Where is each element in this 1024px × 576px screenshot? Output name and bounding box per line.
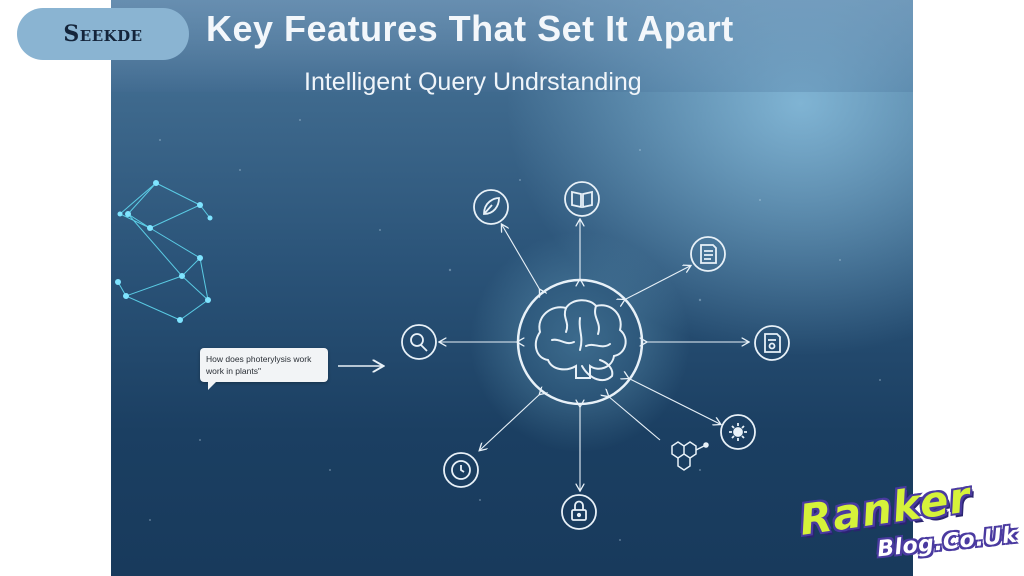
book-icon	[564, 181, 600, 217]
title-band	[111, 0, 913, 92]
leaf-icon	[473, 189, 509, 225]
background-particles	[149, 119, 881, 541]
page-title-wrap: Key Features That Set It Apart	[111, 8, 913, 58]
lock-icon	[561, 494, 597, 530]
brand-badge: Seekde	[17, 8, 189, 60]
certificate-icon	[754, 325, 790, 361]
brain-icon	[534, 299, 627, 382]
page-subtitle: Intelligent Query Undrstanding	[304, 68, 642, 96]
page-title: Key Features That Set It Apart	[206, 8, 734, 49]
search-icon	[401, 324, 437, 360]
query-bubble: How does photerylysis work work in plant…	[200, 348, 328, 390]
s-network-logo	[117, 182, 211, 321]
query-line-2: work in plants"	[206, 366, 261, 376]
document-icon	[690, 236, 726, 272]
connector-arrows	[338, 220, 748, 490]
query-line-1: How does photerylysis work	[206, 354, 312, 364]
watermark-logo: Ranker Blog.Co.Uk	[793, 472, 1018, 570]
molecule-icon	[671, 441, 709, 471]
clock-icon	[443, 452, 479, 488]
sun-icon	[720, 414, 756, 450]
s-network-nodes	[115, 180, 213, 323]
brand-badge-label: Seekde	[63, 21, 143, 47]
